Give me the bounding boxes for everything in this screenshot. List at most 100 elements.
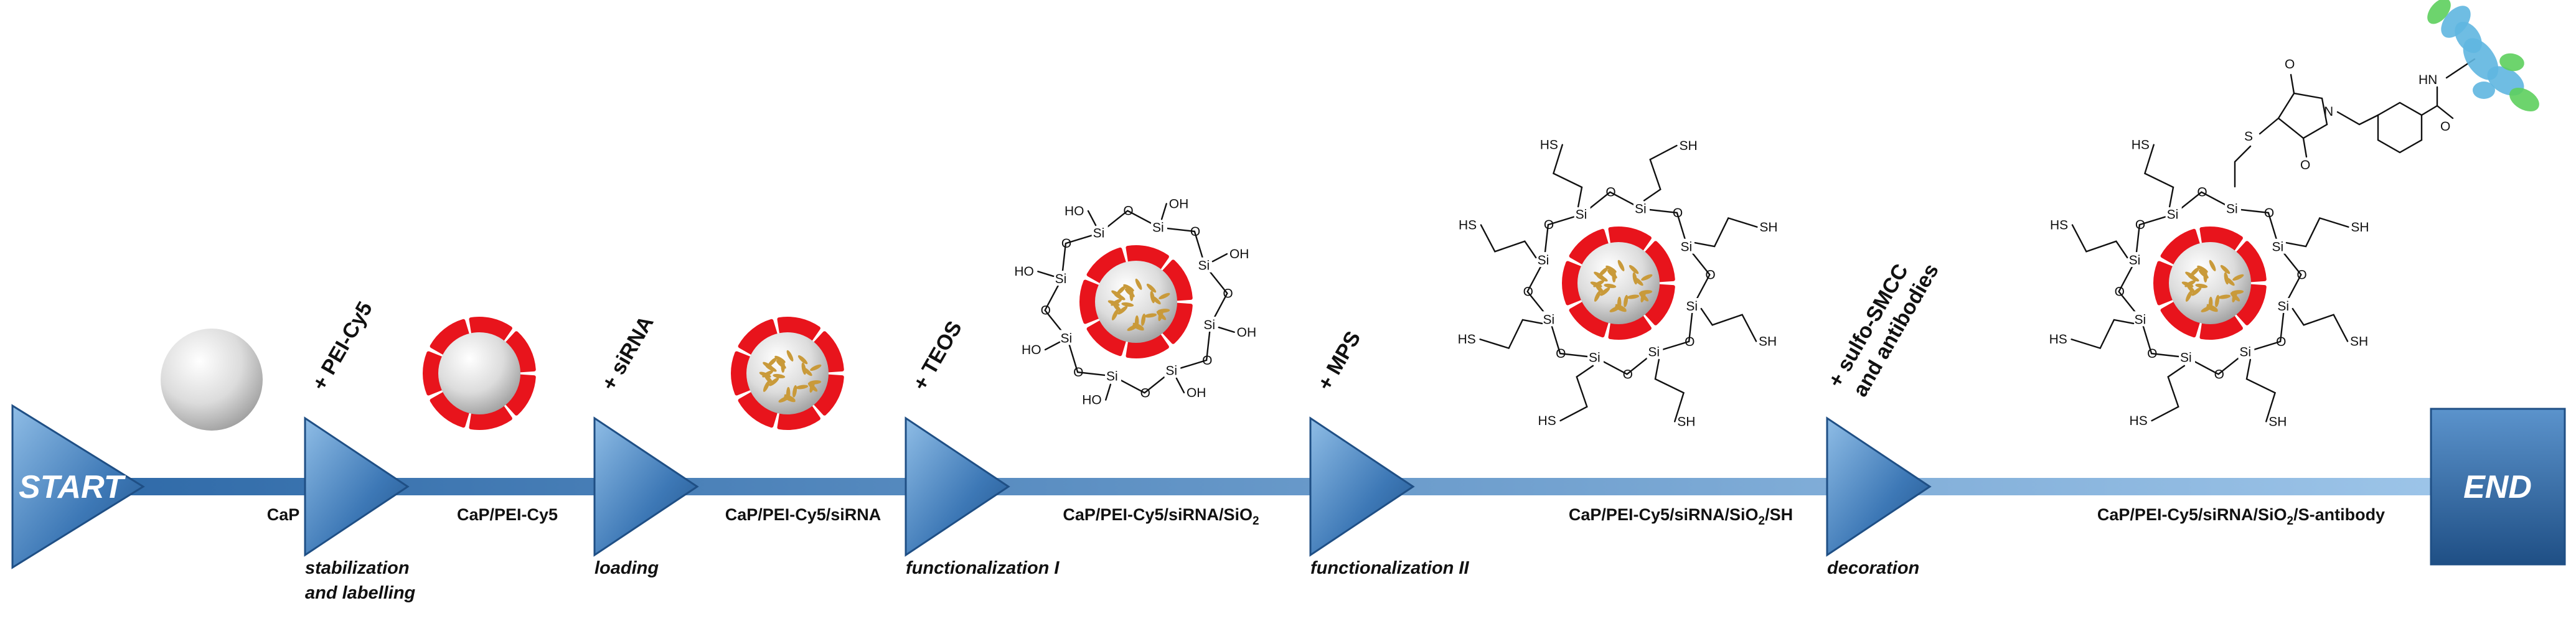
propyl-chain bbox=[1700, 307, 1757, 342]
hydroxyl-label: OH bbox=[1229, 247, 1249, 261]
start-label: START bbox=[19, 469, 126, 505]
oxygen-label: O bbox=[1223, 286, 1233, 301]
sirna-strand bbox=[776, 360, 786, 369]
antibody-icon bbox=[2427, 0, 2539, 111]
hydroxyl-label: OH bbox=[1169, 197, 1189, 211]
oxygen-label: O bbox=[2296, 268, 2306, 282]
si-backing bbox=[1685, 297, 1701, 313]
hydroxyl-label: HO bbox=[1022, 343, 1041, 357]
silicon-label: Si bbox=[1198, 259, 1210, 273]
si-o-bond bbox=[1066, 337, 1114, 377]
oxygen-label: O bbox=[1123, 204, 1133, 218]
sirna-strand bbox=[774, 355, 786, 363]
sirna-strand bbox=[1641, 274, 1653, 281]
si-o-bond bbox=[1112, 370, 1173, 394]
oxygen-label: O bbox=[1673, 206, 1683, 220]
linker-o1: O bbox=[2285, 57, 2295, 72]
sirna-strand bbox=[1141, 313, 1146, 326]
propyl-chain bbox=[2071, 224, 2128, 259]
si-o-bond bbox=[2232, 208, 2280, 248]
si-o-bond bbox=[1654, 305, 1694, 353]
linker-n: N bbox=[2324, 105, 2333, 119]
sirna-strand bbox=[1144, 313, 1157, 318]
sirna-strand bbox=[1595, 284, 1604, 294]
sirna-strand bbox=[2224, 272, 2229, 285]
silicon-label: Si bbox=[1589, 350, 1601, 365]
oh-bond bbox=[1211, 253, 1228, 263]
product-label-6: CaP/PEI-Cy5/siRNA/SiO2/S-antibody bbox=[2097, 505, 2385, 528]
sirna-strand bbox=[1594, 290, 1601, 302]
end-marker: END bbox=[2430, 408, 2566, 566]
product-label-1: CaP bbox=[267, 505, 300, 524]
thiol-label: HS bbox=[1459, 218, 1477, 233]
hydroxyl-label: OH bbox=[1237, 325, 1257, 340]
oxygen-label: O bbox=[2264, 206, 2274, 220]
sirna-strand bbox=[1112, 303, 1122, 313]
si-o-bond bbox=[2118, 259, 2142, 320]
reagent-label-4: + MPS bbox=[1313, 327, 1365, 395]
sirna-strand bbox=[2209, 259, 2216, 271]
silicon-label: Si bbox=[1060, 331, 1072, 345]
silicon-label: Si bbox=[1106, 369, 1118, 383]
sirna-strand bbox=[1111, 309, 1119, 320]
sirna-strand bbox=[765, 365, 777, 372]
si-o-bond bbox=[1204, 264, 1228, 326]
sirna-strand bbox=[768, 357, 778, 367]
si-backing bbox=[1164, 362, 1181, 378]
si-o-bond bbox=[2140, 319, 2188, 358]
particle-cap bbox=[161, 329, 263, 431]
step-label-3: functionalization I bbox=[906, 558, 1060, 578]
sirna-strand bbox=[1127, 324, 1139, 331]
propyl-chain bbox=[2143, 144, 2174, 208]
antibody-linker: S O O N O HN bbox=[2234, 57, 2476, 188]
si-backing bbox=[1105, 368, 1122, 383]
product-label-3: CaP/PEI-Cy5/siRNA bbox=[725, 505, 881, 524]
thiol-label: HS bbox=[2132, 138, 2150, 152]
thiol-label: HS bbox=[2049, 332, 2067, 347]
sirna-strand bbox=[1607, 269, 1617, 279]
reagent-label-3: + TEOS bbox=[908, 317, 967, 395]
sirna-strand bbox=[1599, 267, 1609, 276]
silicon-label: Si bbox=[1543, 312, 1554, 327]
step-triangle-1 bbox=[304, 416, 410, 557]
si-backing bbox=[2165, 206, 2182, 222]
hydroxyl-label: HO bbox=[1082, 393, 1102, 408]
sirna-strand bbox=[2218, 294, 2231, 299]
oxygen-label: O bbox=[2197, 185, 2207, 200]
oxygen-label: O bbox=[1705, 268, 1715, 282]
sirna-strand bbox=[764, 375, 773, 385]
sirna-strand bbox=[1123, 284, 1134, 292]
sirna-strand bbox=[2197, 265, 2208, 273]
sirna-strand bbox=[1605, 265, 1617, 273]
propyl-chain bbox=[2245, 358, 2277, 423]
antibody-domain bbox=[2499, 53, 2524, 72]
oxygen-label: O bbox=[1202, 353, 1212, 368]
particle-cap-pei bbox=[423, 317, 536, 430]
si-o-bond bbox=[1099, 210, 1160, 234]
product-label-5: CaP/PEI-Cy5/siRNA/SiO2/SH bbox=[1569, 505, 1793, 528]
oxygen-label: O bbox=[2147, 347, 2157, 361]
thiol-label: SH bbox=[1679, 139, 1697, 153]
sirna-strand bbox=[2230, 292, 2240, 302]
process-line bbox=[93, 478, 2434, 495]
propyl-chain bbox=[1479, 319, 1543, 350]
hydroxyl-label: OH bbox=[1187, 386, 1206, 400]
sirna-strand bbox=[1609, 306, 1621, 312]
sirna-strand bbox=[1150, 291, 1155, 304]
si-backing bbox=[1150, 219, 1167, 235]
end-label: END bbox=[2463, 469, 2532, 505]
si-backing bbox=[2127, 252, 2144, 268]
silicon-label: Si bbox=[1686, 299, 1698, 314]
si-backing bbox=[1647, 343, 1663, 359]
silicon-label: Si bbox=[2167, 207, 2179, 222]
step-triangle-5 bbox=[1826, 416, 1932, 557]
sirna-strand bbox=[2220, 264, 2230, 274]
propyl-chain bbox=[2292, 307, 2349, 342]
antibody-domain bbox=[2473, 82, 2495, 99]
sirna-strand bbox=[1627, 294, 1640, 299]
silicon-label: Si bbox=[1093, 226, 1105, 240]
si-backing bbox=[1059, 330, 1076, 345]
hydroxyl-label: HO bbox=[1014, 264, 1034, 279]
